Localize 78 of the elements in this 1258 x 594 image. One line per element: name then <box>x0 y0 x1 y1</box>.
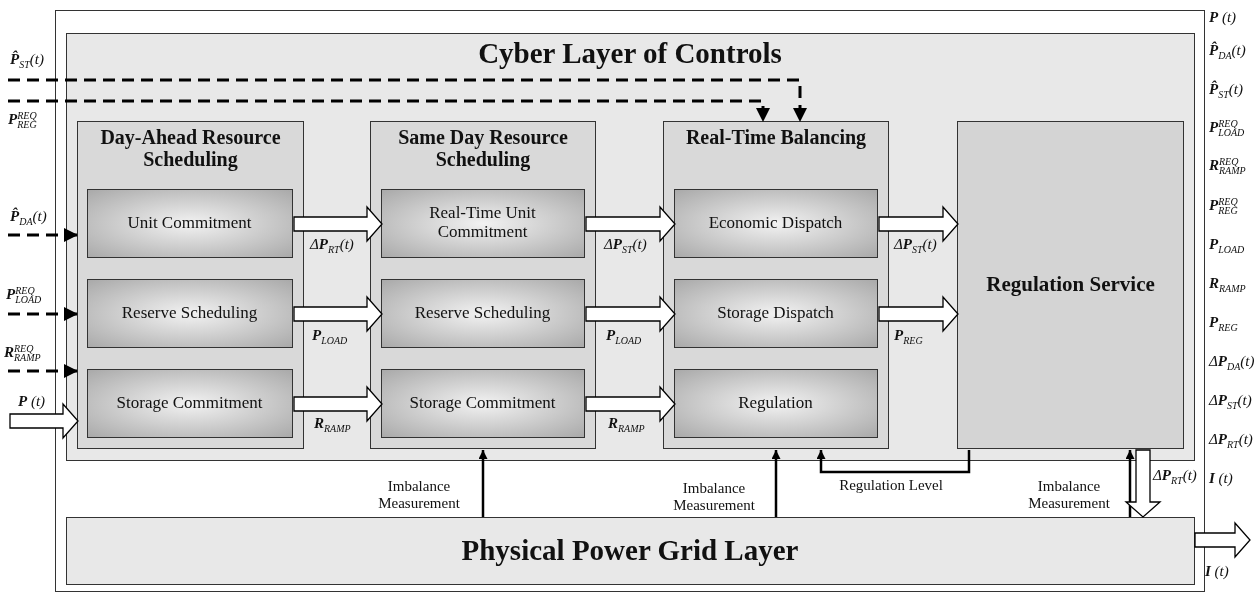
process-box <box>86 368 293 438</box>
symbol-label: ΔP$_{RT}$(t) <box>1209 430 1253 451</box>
symbol-label: ΔP$_{ST}$(t) <box>1209 391 1252 412</box>
dashed-arrow <box>8 364 78 378</box>
symbol-label: I (t) <box>1209 469 1233 487</box>
edge-label: Regulation Level <box>838 477 944 495</box>
symbol-label: P$_{LOAD}$ <box>1209 235 1245 256</box>
edge-label: ΔP$_{RT}$(t) <box>310 235 354 256</box>
process-box <box>380 368 585 438</box>
block-arrow <box>293 205 383 243</box>
box-label: Storage Commitment <box>408 393 557 413</box>
edge-label: I (t) <box>1205 562 1229 580</box>
edge-label: P$_{REG}$ <box>894 326 923 347</box>
block-arrow <box>878 295 959 333</box>
process-box <box>380 278 585 348</box>
edge-label: ΔP$_{ST}$(t) <box>894 235 937 256</box>
group-title: Real-Time Balancing <box>684 126 868 148</box>
group-box <box>663 121 889 449</box>
edge-label: ΔP$_{ST}$(t) <box>604 235 647 256</box>
edge-label: P$_{LOAD}$ <box>606 326 642 347</box>
layer-title: Cyber Layer of Controls <box>477 37 783 70</box>
arrow <box>771 450 781 517</box>
process-box <box>86 278 293 348</box>
layer-title: Physical Power Grid Layer <box>460 534 800 567</box>
symbol-label: P$_{REG}$ <box>1209 313 1238 334</box>
symbol-label: P (t) <box>1209 8 1237 26</box>
box-label: Regulation <box>737 393 814 413</box>
dashed-arrow <box>8 228 78 242</box>
box-label: Unit Commitment <box>126 213 253 233</box>
symbol-label: P̂$_{ST}$(t) <box>1209 80 1243 101</box>
box-label: Reserve Scheduling <box>413 303 552 323</box>
box-label: Storage Dispatch <box>716 303 835 323</box>
box-label: Reserve Scheduling <box>120 303 259 323</box>
edge-label: Imbalance Measurement <box>377 478 461 513</box>
service-box <box>957 121 1184 449</box>
dashed-arrow <box>8 307 78 321</box>
arrow <box>1125 450 1135 517</box>
process-box <box>673 188 878 258</box>
arrow <box>478 450 488 517</box>
edge-label: Imbalance Measurement <box>672 480 756 515</box>
process-box <box>86 188 293 258</box>
symbol-label: P̂$_{DA}$(t) <box>1209 41 1246 62</box>
process-box <box>380 188 585 258</box>
block-arrow <box>878 205 959 243</box>
symbol-label: ΔP$_{DA}$(t) <box>1209 352 1255 373</box>
block-arrow <box>585 205 676 243</box>
edge-label: P (t) <box>18 392 46 410</box>
box-label: Regulation Service <box>985 273 1156 297</box>
edge-label: P̂$_{ST}$(t) <box>10 50 44 71</box>
block-arrow <box>585 385 676 423</box>
box-label: Real-Time Unit Commitment <box>428 204 537 242</box>
outer-frame <box>55 10 1205 592</box>
edge-label: ΔP$_{RT}$(t) <box>1153 466 1197 487</box>
layer-panel <box>65 32 1195 461</box>
dashed-arrow <box>8 78 807 122</box>
process-box <box>673 278 878 348</box>
block-arrow <box>1124 449 1162 518</box>
block-arrow <box>9 402 79 440</box>
block-arrow <box>585 295 676 333</box>
symbol-label: R$_{RAMP}$ <box>1209 274 1246 295</box>
group-title: Day-Ahead Resource Scheduling <box>99 126 282 170</box>
group-title: Same Day Resource Scheduling <box>397 126 569 170</box>
edge-label: R$_{RAMP}$ <box>608 414 645 435</box>
layer-panel <box>65 516 1195 585</box>
arrow <box>816 450 971 474</box>
group-box <box>370 121 596 449</box>
box-label: Economic Dispatch <box>707 213 844 233</box>
group-box <box>77 121 304 449</box>
block-arrow <box>293 385 383 423</box>
edge-label: Imbalance Measurement <box>1027 478 1111 513</box>
block-arrow <box>293 295 383 333</box>
process-box <box>673 368 878 438</box>
dashed-arrow <box>8 99 770 122</box>
box-label: Storage Commitment <box>115 393 264 413</box>
edge-label: P$_{LOAD}$ <box>312 326 348 347</box>
block-arrow <box>1194 521 1251 559</box>
edge-label: R$_{RAMP}$ <box>314 414 351 435</box>
edge-label: P̂$_{DA}$(t) <box>10 207 47 228</box>
